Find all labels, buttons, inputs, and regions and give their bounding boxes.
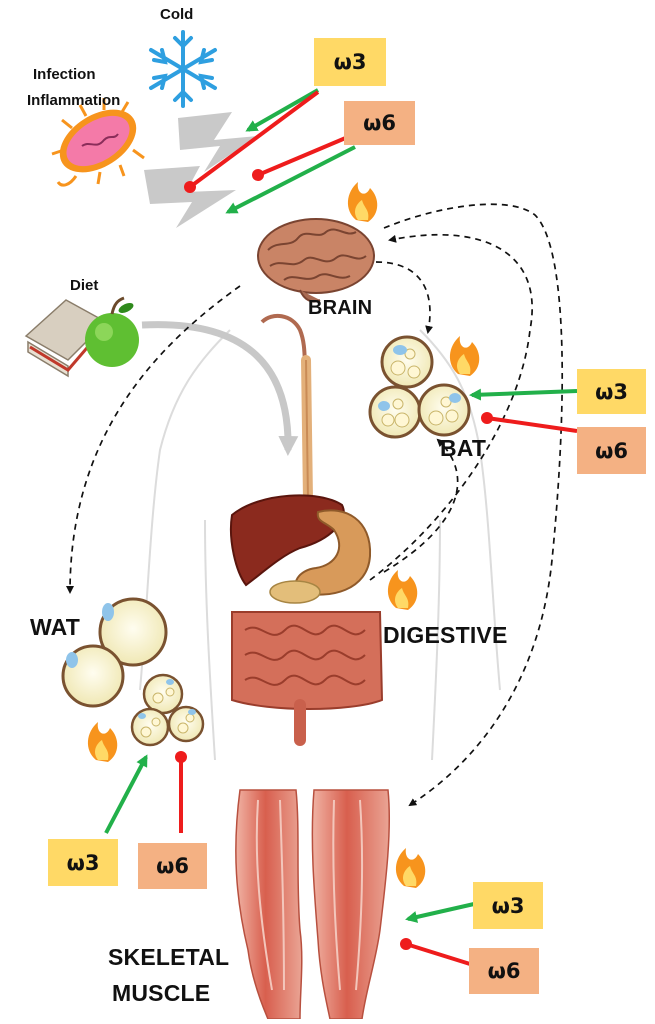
omega6-tag-muscle: ω6 (469, 948, 539, 994)
omega3-tag-bat: ω3 (577, 369, 646, 414)
omega3-stimulate-bat (472, 391, 577, 395)
flame-icon (388, 570, 417, 610)
omega3-tag-brain: ω3 (314, 38, 386, 86)
flame-icon (88, 722, 117, 762)
bacteria-icon (49, 97, 148, 186)
omega3-tag-muscle: ω3 (473, 882, 543, 929)
brain-to-bat-arrow (376, 262, 430, 332)
omega3-stimulate-brain (248, 90, 318, 130)
leg-muscle-icon (236, 790, 389, 1019)
diet-arrow (142, 325, 288, 450)
infection-label: Infection (33, 66, 96, 83)
omega6-inhibit-muscle (406, 944, 470, 964)
omega6-tag-wat: ω6 (138, 843, 207, 889)
diet-label: Diet (70, 277, 98, 294)
intestine-icon (232, 612, 382, 740)
flame-icon (450, 336, 479, 376)
brain-to-muscle-arrow (384, 204, 562, 805)
brain-icon (258, 219, 374, 302)
snowflake-icon (151, 32, 215, 106)
omega3-stimulate-muscle (408, 904, 474, 919)
brain-label: BRAIN (308, 297, 372, 320)
cold-label: Cold (160, 6, 193, 23)
lightning-icon (144, 112, 258, 228)
omega6-tag-brain: ω6 (344, 101, 415, 145)
bat-label: BAT (440, 435, 486, 462)
muscle-label: MUSCLE (112, 980, 210, 1007)
skeletal-label: SKELETAL (108, 944, 229, 971)
flame-icon (396, 848, 425, 888)
apple-icon (85, 298, 139, 367)
wat-label: WAT (30, 614, 80, 641)
digestive-label: DIGESTIVE (383, 622, 508, 649)
omega3-stimulate-brain-2 (228, 147, 355, 212)
omega6-tag-bat: ω6 (577, 427, 646, 474)
inflammation-label: Inflammation (27, 92, 120, 109)
omega3-tag-wat: ω3 (48, 839, 118, 886)
wat-fat-cells (63, 599, 203, 745)
omega6-inhibit-bat (487, 418, 577, 431)
flame-icon (348, 182, 377, 222)
omega3-stimulate-wat (106, 757, 146, 833)
